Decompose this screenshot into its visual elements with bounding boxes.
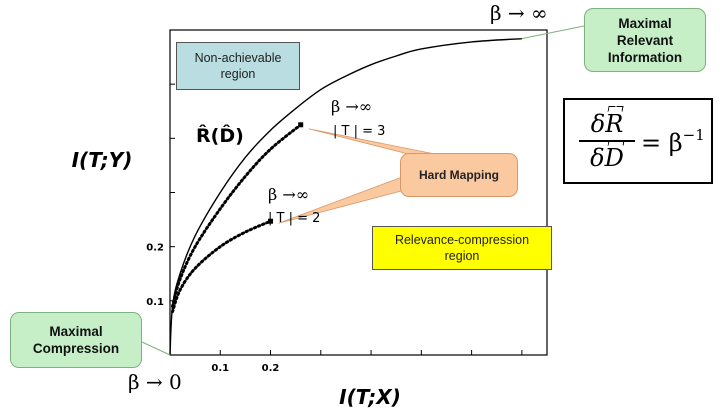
formula-rhs: = β−1 [641, 126, 705, 157]
relevant-pointer [521, 25, 585, 40]
compression-pointer [141, 341, 171, 356]
y-tick-label-0: 0.1 [146, 297, 164, 308]
curve-end-marker-2 [268, 218, 274, 224]
x-tick-label-0: 0.1 [211, 363, 229, 374]
r-hat-symbol: R [605, 110, 624, 138]
t3-label: | T | = 3 [333, 124, 385, 139]
x-axis-label: I(T;X) [339, 385, 401, 409]
maximal-compression-label: Maximal Compression [10, 312, 142, 368]
hard-mapping-label: Hard Mapping [400, 153, 518, 197]
hard-mapping-curve-1 [171, 123, 303, 308]
beta-inf-t3-label: β →∞ [331, 97, 372, 116]
y-axis-label: I(T;Y) [72, 148, 133, 172]
t2-label: | T | = 2 [268, 211, 320, 226]
curve-label-rd: R̂(D̂) [196, 125, 244, 147]
curve-end-marker-1 [298, 122, 304, 128]
formula-exponent: −1 [682, 126, 705, 144]
curve-label-r: R̂ [196, 125, 211, 147]
rd-curve-line [169, 37, 522, 356]
d-hat-symbol: D [604, 144, 624, 172]
maximal-relevant-label: Maximal Relevant Information [584, 8, 706, 72]
non-achievable-region-label: Non-achievable region [176, 42, 300, 90]
derivative-formula: δR δD = β−1 [563, 98, 713, 184]
curve-label-d: D̂ [219, 125, 235, 147]
relevance-compression-region-label: Relevance-compression region [372, 226, 552, 270]
y-tick-label-1: 0.2 [146, 243, 164, 254]
beta-inf-t2-label: β →∞ [268, 185, 309, 204]
x-tick-label-1: 0.2 [262, 363, 280, 374]
derivative-fraction: δR δD [577, 110, 637, 172]
beta-zero-label: β → 0 [128, 370, 182, 394]
beta-inf-top-label: β → ∞ [490, 1, 548, 25]
hard-mapping-curve-2 [171, 219, 273, 314]
